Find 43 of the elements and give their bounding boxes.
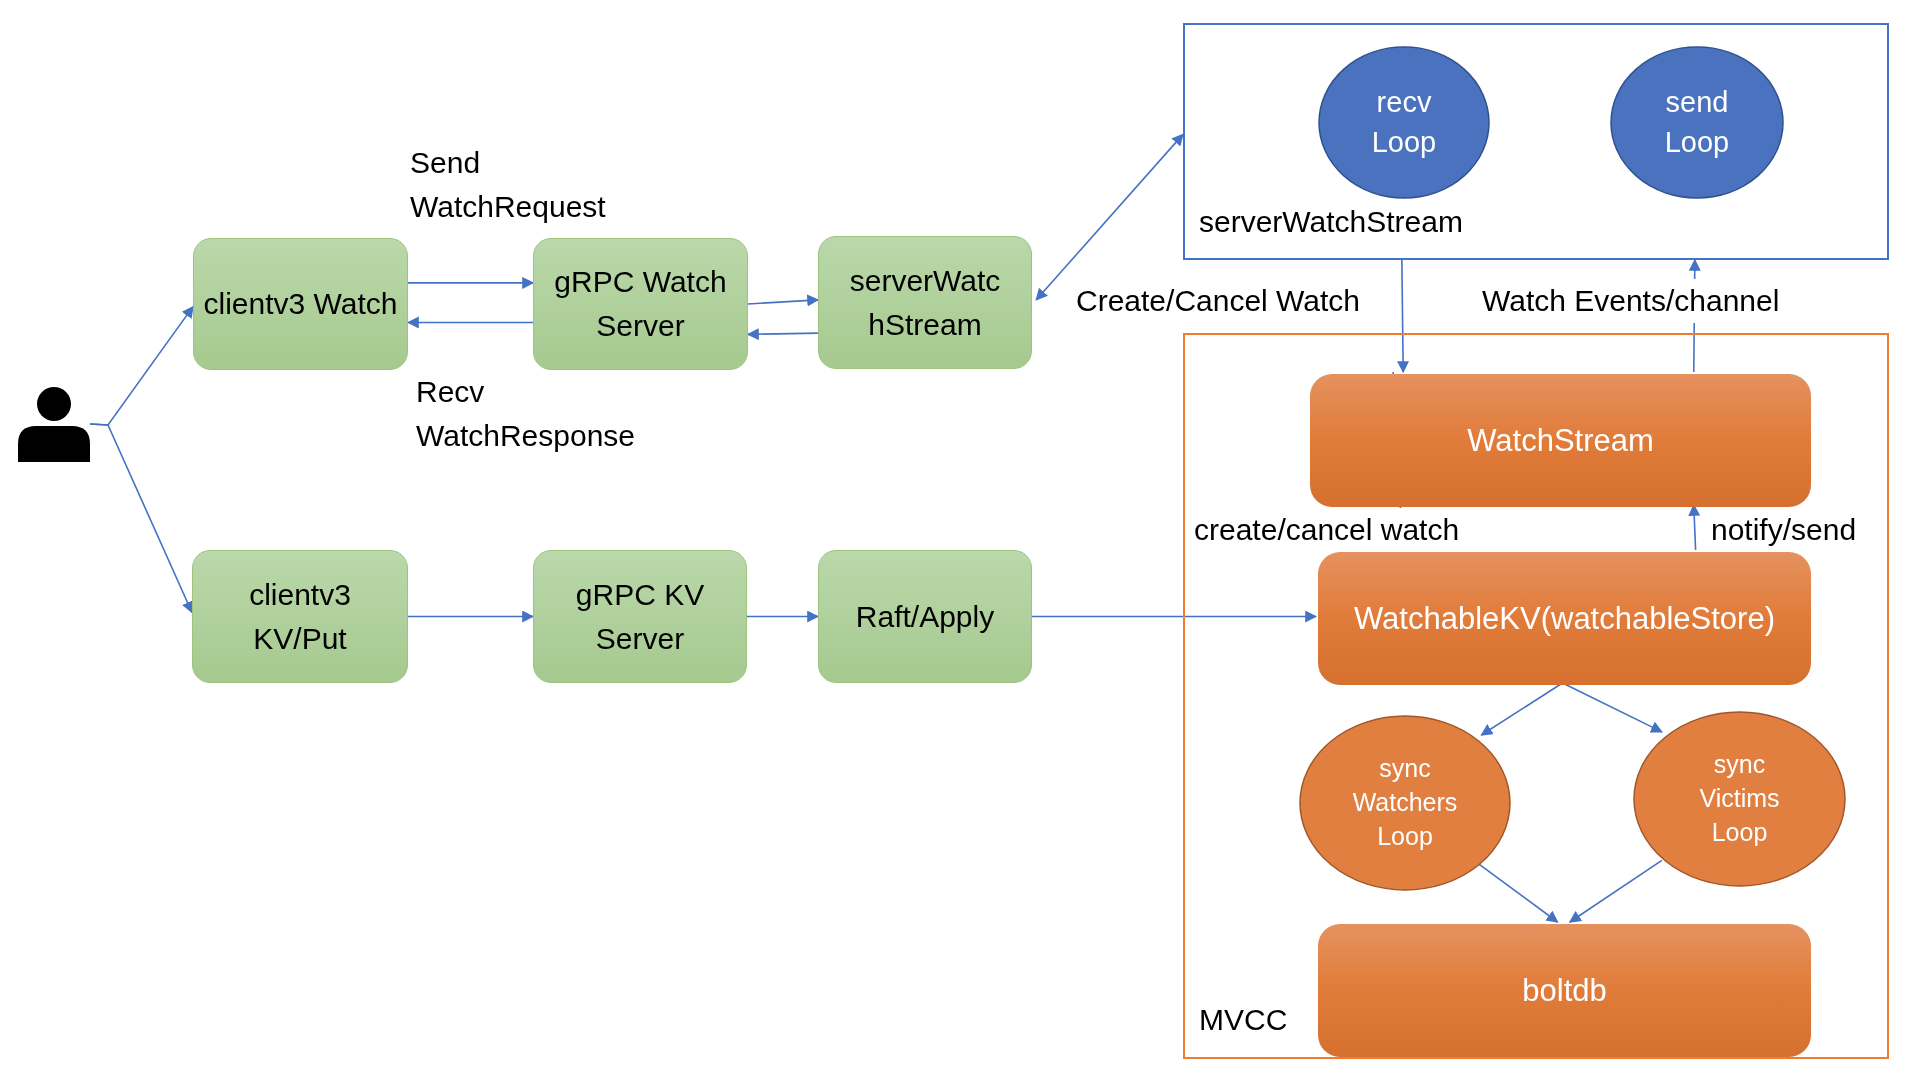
node-label: sync Victims Loop [1698, 749, 1781, 848]
arrow [1478, 863, 1559, 923]
process-box [1310, 374, 1811, 507]
group-container [1183, 23, 1889, 260]
group-title: serverWatchStream [1199, 205, 1463, 239]
arrow [89, 423, 194, 614]
arrow [746, 328, 819, 341]
arrow [1035, 133, 1184, 301]
group-title: MVCC [1199, 1003, 1288, 1037]
arrow [407, 610, 535, 623]
node-label: gRPC KV Server [574, 576, 706, 657]
node-label: recv Loop [1370, 85, 1438, 160]
node-label: serverWatc hStream [848, 262, 1002, 343]
node-label: WatchableKV(watchableStore) [1354, 600, 1775, 637]
process-ellipse [1318, 46, 1490, 199]
process-ellipse [1299, 715, 1511, 891]
node-label: Raft/Apply [855, 598, 995, 635]
arrow [1568, 859, 1663, 923]
process-ellipse [1610, 46, 1784, 199]
process-box [192, 550, 408, 683]
arrow [406, 316, 534, 329]
arrow [746, 610, 820, 623]
process-box [533, 550, 747, 683]
person-icon [18, 386, 90, 462]
process-box [533, 238, 748, 370]
node-label: boltdb [1522, 972, 1607, 1009]
node-label: clientv3 KV/Put [248, 576, 352, 657]
node-label: WatchStream [1467, 422, 1654, 459]
arrow [407, 276, 535, 289]
arrow [1397, 259, 1410, 374]
node-label: gRPC Watch Server [553, 264, 728, 344]
node-label: sync Watchers Loop [1351, 753, 1459, 852]
arrow [1031, 610, 1318, 623]
node-label: clientv3 Watch [203, 286, 398, 322]
process-box [1318, 552, 1811, 685]
arrow [747, 294, 820, 307]
node-label: send Loop [1663, 85, 1731, 160]
process-box [193, 238, 408, 370]
process-box [818, 236, 1032, 369]
group-container [1183, 333, 1889, 1059]
process-box [1318, 924, 1811, 1057]
process-box [818, 550, 1032, 683]
process-ellipse [1633, 711, 1846, 887]
